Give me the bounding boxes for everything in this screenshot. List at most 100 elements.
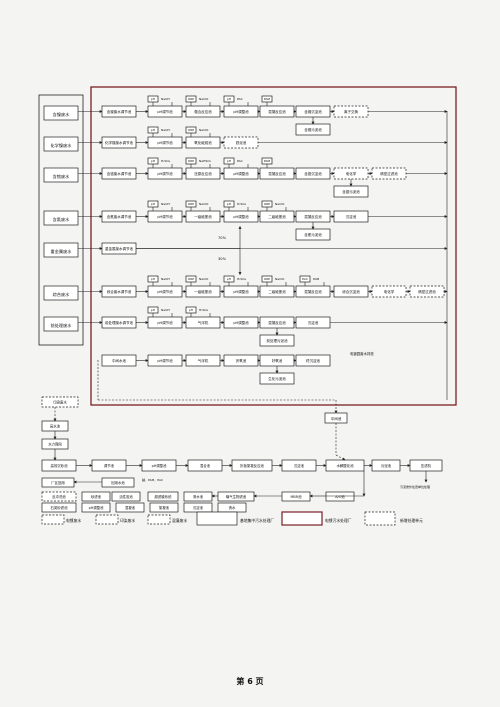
input-pretreatment — [43, 316, 79, 332]
input-chromium-label: 含铬废水 — [53, 173, 71, 180]
lower-node-6-label: 混合池 — [200, 463, 211, 468]
input-column-frame — [38, 94, 84, 346]
row3-reagent-1: NaOH — [161, 202, 170, 206]
legend-new-unit: 新增处理单元 — [400, 518, 423, 523]
row2-node0-label: 含铬废水调节池 — [107, 171, 132, 176]
input-chromium — [43, 167, 79, 183]
row0-node3-label: pH调整池 — [233, 109, 249, 114]
row3-node2-label: 一级破氰池 — [194, 214, 212, 219]
input-combined-label: 综合废水 — [53, 291, 71, 298]
split-upper: 70% — [218, 236, 227, 240]
row7-node4-label: 好氧池 — [272, 358, 283, 363]
row5-node3-label: pH调整池 — [233, 289, 249, 294]
row3-reagent-5: H₂SO₄ — [237, 202, 247, 206]
row2-reagent-3: NaHSO₃ — [199, 159, 212, 163]
row6-node4-label: 混凝反应池 — [268, 320, 286, 325]
row1-reagent-3: NaClO — [199, 128, 209, 132]
input-cyanide-label: 含氰废水 — [53, 216, 71, 223]
row3-sensor-label-0: pH — [151, 202, 155, 206]
chemicals-label: 碱、PAM、PAC — [142, 477, 163, 482]
legend: 电镀废水 印染废水 混凝废水 基地集中污水处理厂 电镀污水处理厂 新增处理单元 — [41, 511, 423, 526]
lower-node-12-label: 厂区回用 — [51, 481, 65, 485]
row1-node1-label: pH调节池 — [157, 140, 173, 145]
lower-node-25 — [149, 502, 179, 513]
row1-sensor-label-0: pH — [151, 128, 155, 132]
input-nickel — [43, 105, 79, 121]
row2-sludge-0-label: 含铬污泥池 — [342, 189, 360, 194]
row5-reagent-3: NaClO — [199, 277, 209, 281]
legend-base-plant: 基地集中污水处理厂 — [240, 518, 274, 523]
row5-node6-label: 综合沉淀池 — [342, 289, 360, 294]
input-heavy-metal — [43, 242, 79, 258]
row0-sensor-label-4: pH — [227, 97, 231, 101]
row2-sensor-label-0: pH — [151, 159, 155, 163]
row0-node1-label: pH调节池 — [157, 109, 173, 114]
row1-node3-label: 铁泥池 — [236, 140, 247, 145]
disposal-label: 污泥委外处置单位处理 — [400, 484, 430, 489]
lower-node-11-label: 压滤机 — [421, 463, 432, 468]
row7-node3-label: 厌氧池 — [236, 358, 247, 363]
row0-reagent-3: NaClO — [199, 97, 209, 101]
row1-node0-label: 化学镍废水调节池 — [105, 140, 133, 145]
row7-node5-label: 终沉淀池 — [306, 358, 320, 363]
row2-node2-label: 还原反应池 — [194, 171, 212, 176]
row5-node8-label: 精密过滤池 — [418, 289, 436, 294]
legend-dyeing: 印染废水 — [120, 518, 135, 523]
row2-node5-label: 含铬沉淀池 — [304, 171, 322, 176]
row3-node0-label: 含氰废水调节池 — [107, 214, 132, 219]
row6-sensor-label-2: pH — [189, 308, 193, 312]
input-pretreatment-label: 前处理废水 — [51, 322, 73, 329]
row6-node0-label: 前处理废水调节池 — [105, 320, 133, 325]
lower-node-17-label: 清水池 — [193, 494, 204, 499]
row5-node2-label: 一级破氰池 — [194, 289, 212, 294]
row1-reagent-1: NaOH — [161, 128, 170, 132]
row2-sensor-label-6: PAM — [264, 159, 271, 163]
side-pipe-label: 电镀园废水排放 — [350, 351, 374, 356]
row1-sensor-label-2: ORP — [188, 128, 194, 132]
row6-node3-label: pH调整池 — [233, 320, 249, 325]
row2-node4-label: 混凝反应池 — [268, 171, 286, 176]
input-combined — [43, 285, 79, 301]
plating-join — [335, 454, 346, 461]
row5-reagent-1: NaOH — [161, 277, 170, 281]
page-number: 第 6 页 — [236, 677, 264, 686]
lower-node-5-label: pH调整池 — [152, 463, 167, 468]
row3-sludge-0-label: 含氰污泥池 — [304, 232, 322, 237]
row7-node1-label: pH调节池 — [157, 358, 173, 363]
lower-node-13-label: 回用水池 — [111, 480, 125, 485]
input-heavy-metal-label: 重金属废水 — [51, 248, 73, 255]
row5-reagent-9: PAM — [313, 277, 320, 281]
row2-node6-label: 电化学 — [346, 171, 357, 176]
row2-reagent-5: PAC — [237, 159, 243, 163]
lower-node-13 — [101, 477, 135, 488]
lower-node-24 — [115, 502, 145, 513]
legend-coag: 混凝废水 — [172, 518, 187, 523]
row3-reagent-3: NaClO — [199, 202, 209, 206]
row0-node2-label: 螯合反应池 — [194, 109, 212, 114]
row0-node4-label: 混凝反应池 — [268, 109, 286, 114]
lower-node-23 — [81, 502, 111, 513]
lower-node-1-label: 高水池 — [50, 423, 61, 428]
legend-plating: 电镀废水 — [66, 518, 81, 523]
row7-node2-label: 气浮机 — [198, 358, 209, 363]
row7-node0-label: 中间水池 — [112, 358, 126, 363]
row5-node7-label: 电化学 — [384, 289, 395, 294]
lower-node-22-label: 石英砂滤池 — [51, 505, 69, 510]
row3-node1-label: pH调节池 — [157, 214, 173, 219]
lower-node-3-label: 高效沉砂池 — [51, 463, 69, 468]
row5-node5-label: 混凝反应池 — [304, 289, 322, 294]
lower-node-14-label: 砂滤池 — [91, 494, 102, 499]
input-boxes: 含镍废水 化学镍废水 含铬废水 含氰废水 重金属废水 综合废水 前处理废水 — [43, 105, 79, 332]
row3-node4-label: 二级破氰池 — [268, 214, 286, 219]
row3-sensor-label-4: pH — [227, 202, 231, 206]
row6-sensor-label-0: pH — [151, 308, 155, 312]
lower-node-19-label: MBR池 — [291, 494, 303, 499]
lower-node-0-label: 印染废水 — [53, 399, 67, 404]
lower-node-0 — [41, 396, 79, 408]
input-chem-nickel — [43, 136, 79, 152]
row5-node4-label: 二级破氰池 — [268, 289, 286, 294]
row6-node5-label: 沉淀池 — [308, 320, 319, 325]
